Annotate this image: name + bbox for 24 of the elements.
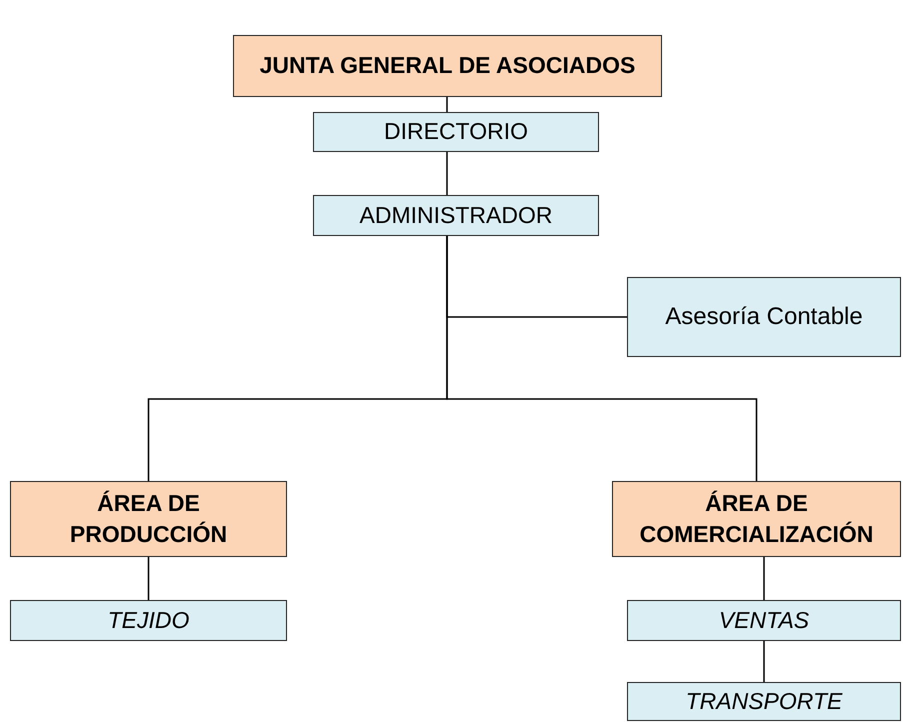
connector-line <box>446 152 448 195</box>
org-box <box>233 35 662 97</box>
box-label: TEJIDO <box>108 606 190 635</box>
connector-line <box>446 97 448 112</box>
connector-line <box>763 557 765 600</box>
box-label: DIRECTORIO <box>384 117 528 146</box>
connector-line <box>446 236 758 481</box>
box-label: ÁREA DE PRODUCCIÓN <box>70 488 228 549</box>
box-label: JUNTA GENERAL DE ASOCIADOS <box>260 51 636 80</box>
box-label: ÁREA DE COMERCIALIZACIÓN <box>640 488 874 549</box>
box-label: Asesoría Contable <box>665 302 863 332</box>
org-box <box>627 277 901 357</box>
org-box <box>627 682 901 721</box>
box-label: VENTAS <box>718 606 810 635</box>
org-box <box>313 195 599 236</box>
org-box <box>313 112 599 152</box>
org-box <box>10 481 287 557</box>
org-box <box>627 600 901 641</box>
box-label: ADMINISTRADOR <box>360 200 552 230</box>
org-box <box>612 481 901 557</box>
connector-line <box>763 641 765 682</box>
connector-line <box>148 557 150 600</box>
org-box <box>10 600 287 641</box>
box-label: TRANSPORTE <box>686 686 842 716</box>
